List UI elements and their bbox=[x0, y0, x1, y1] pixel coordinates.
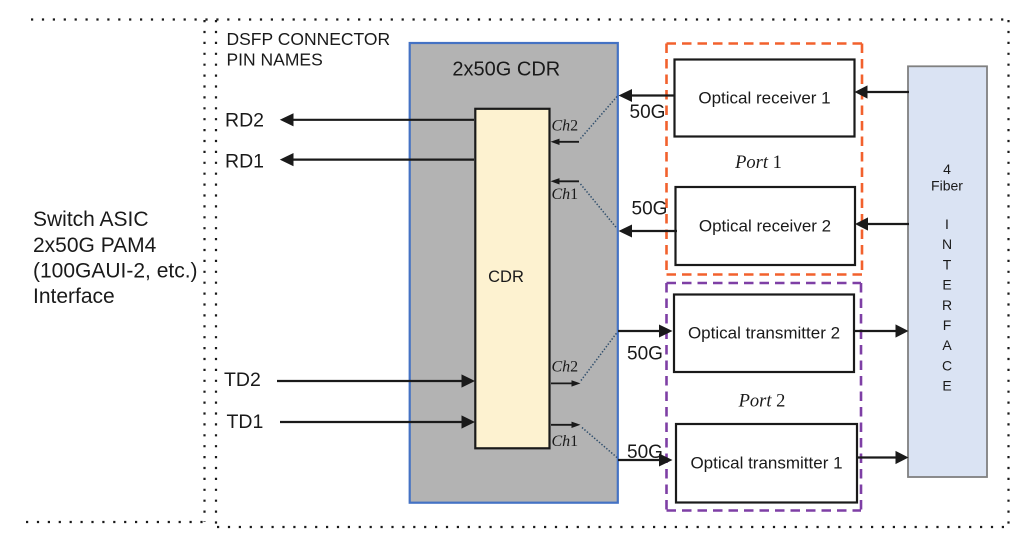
svg-text:Port 1: Port 1 bbox=[734, 153, 782, 173]
svg-text:(100GAUI-2, etc.): (100GAUI-2, etc.) bbox=[33, 260, 198, 283]
svg-text:I: I bbox=[945, 216, 949, 232]
svg-text:Port 2: Port 2 bbox=[738, 392, 786, 412]
svg-text:RD1: RD1 bbox=[225, 150, 264, 172]
svg-text:PIN NAMES: PIN NAMES bbox=[227, 49, 323, 69]
svg-text:50G: 50G bbox=[627, 344, 663, 365]
svg-text:Optical receiver 1: Optical receiver 1 bbox=[698, 89, 830, 108]
svg-text:2x50G PAM4: 2x50G PAM4 bbox=[33, 234, 157, 257]
svg-text:Interface: Interface bbox=[33, 285, 115, 308]
svg-text:50G: 50G bbox=[632, 198, 668, 219]
svg-text:RD2: RD2 bbox=[225, 110, 264, 132]
svg-text:50G: 50G bbox=[627, 442, 663, 463]
svg-text:E: E bbox=[942, 277, 951, 293]
svg-text:CDR: CDR bbox=[488, 268, 524, 286]
svg-text:4: 4 bbox=[943, 161, 951, 177]
svg-text:E: E bbox=[942, 378, 951, 394]
svg-text:N: N bbox=[942, 236, 952, 252]
svg-text:Fiber: Fiber bbox=[931, 178, 963, 194]
svg-text:2x50G CDR: 2x50G CDR bbox=[452, 59, 560, 81]
svg-text:Ch2: Ch2 bbox=[552, 117, 579, 134]
svg-text:T: T bbox=[943, 256, 952, 272]
svg-text:Optical transmitter 1: Optical transmitter 1 bbox=[690, 454, 842, 473]
svg-text:C: C bbox=[942, 357, 952, 373]
svg-text:TD2: TD2 bbox=[224, 369, 261, 391]
svg-text:A: A bbox=[942, 337, 952, 353]
svg-text:DSFP CONNECTOR: DSFP CONNECTOR bbox=[227, 29, 391, 49]
svg-text:50G: 50G bbox=[630, 102, 666, 123]
svg-text:R: R bbox=[942, 297, 952, 313]
svg-text:F: F bbox=[943, 317, 952, 333]
svg-text:Ch2: Ch2 bbox=[552, 359, 579, 376]
svg-text:Optical receiver 2: Optical receiver 2 bbox=[699, 217, 831, 236]
svg-text:Ch1: Ch1 bbox=[552, 186, 579, 203]
svg-text:TD1: TD1 bbox=[227, 411, 264, 433]
svg-text:Switch ASIC: Switch ASIC bbox=[33, 208, 149, 231]
svg-text:Ch1: Ch1 bbox=[552, 433, 579, 450]
svg-text:Optical transmitter 2: Optical transmitter 2 bbox=[688, 324, 840, 343]
